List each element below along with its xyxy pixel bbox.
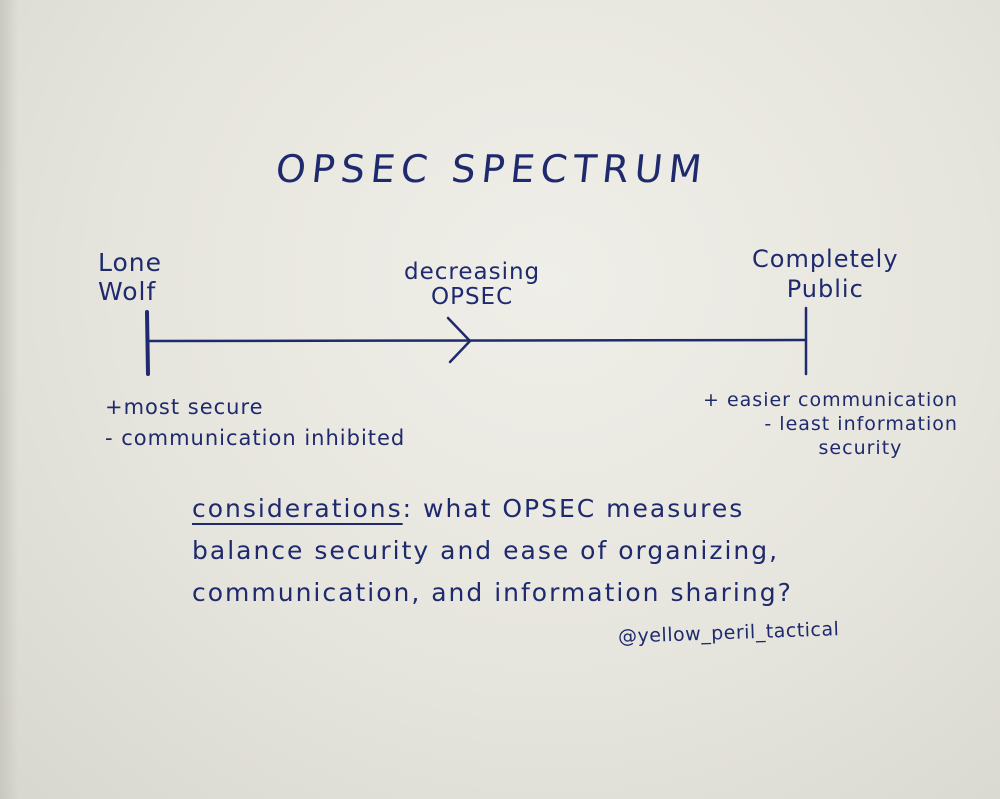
right-end-label-line1: Completely	[752, 245, 899, 273]
considerations-line3: communication, and information sharing?	[192, 578, 793, 607]
considerations-heading: considerations	[192, 494, 403, 523]
right-end-label-line2: Public	[786, 275, 864, 303]
right-pro-note: + easier communication	[703, 389, 958, 411]
considerations-line1: considerations: what OPSEC measures	[192, 488, 793, 530]
considerations-line2: balance security and ease of organizing,	[192, 536, 780, 565]
left-end-label-line2: Wolf	[98, 277, 157, 306]
considerations-block: considerations: what OPSEC measures bala…	[192, 488, 793, 614]
right-con-note-line1: - least information	[764, 413, 958, 435]
left-end-tick	[145, 310, 150, 376]
direction-arrowhead	[446, 316, 472, 364]
middle-label-line1: decreasing	[404, 259, 541, 285]
middle-direction-label: decreasing OPSEC	[404, 260, 540, 310]
left-end-label-line1: Lone	[98, 248, 163, 277]
left-con-note: - communication inhibited	[105, 426, 406, 450]
right-end-label: Completely Public	[752, 244, 899, 304]
right-end-notes: + easier communication - least informati…	[703, 388, 958, 460]
left-pro-note: +most secure	[105, 395, 264, 419]
considerations-question-start: : what OPSEC measures	[402, 494, 745, 523]
spectrum-axis-line	[146, 338, 808, 343]
left-end-notes: +most secure - communication inhibited	[105, 392, 405, 454]
middle-label-line2: OPSEC	[430, 284, 514, 310]
right-con-note-line2: security	[818, 437, 903, 459]
left-end-label: Lone Wolf	[98, 248, 162, 306]
